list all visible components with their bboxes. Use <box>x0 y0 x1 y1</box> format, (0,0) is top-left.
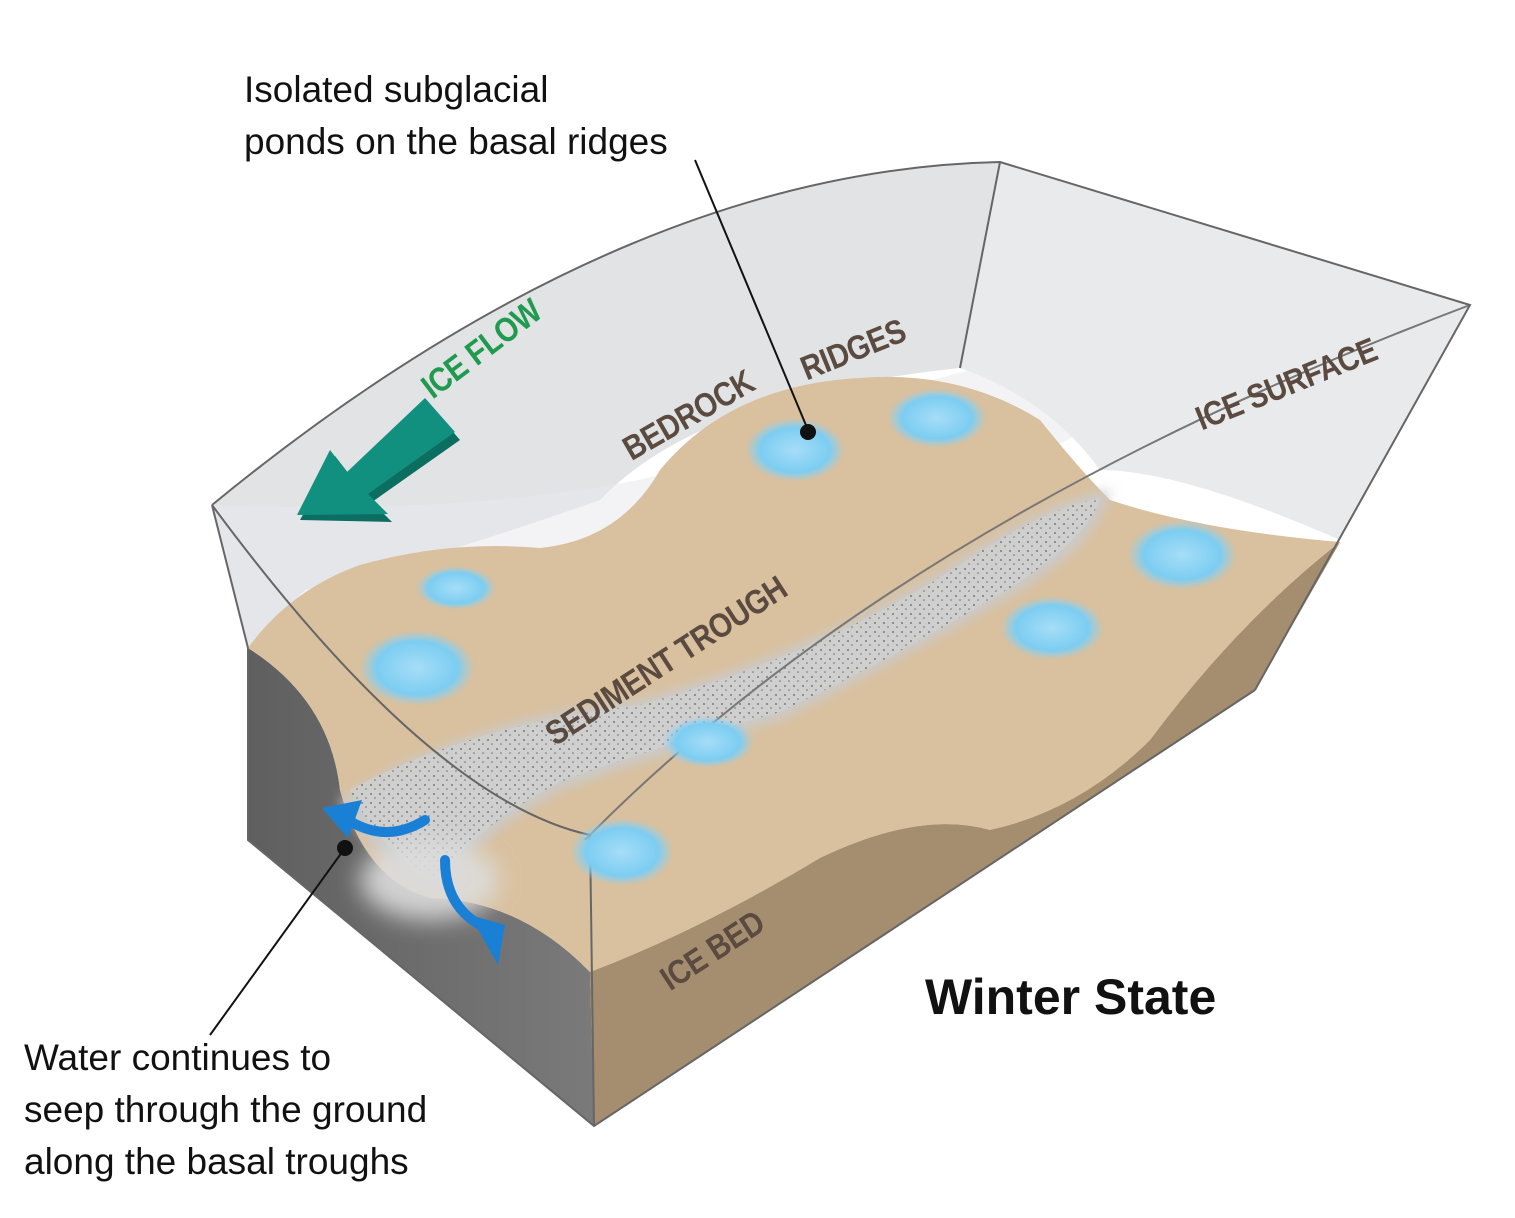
callout-ponds-line2: ponds on the basal ridges <box>244 121 668 162</box>
pond <box>416 566 496 610</box>
pond <box>359 630 475 706</box>
callout-seep: Water continues to seep through the grou… <box>24 1032 427 1188</box>
bedrock-front-side-lower <box>590 542 1340 1126</box>
callout-seep-line2: seep through the ground <box>24 1089 428 1130</box>
pond <box>1127 520 1237 590</box>
callout-leader-bottom <box>209 847 346 1036</box>
seep-zone <box>360 840 500 920</box>
callout-dot-bottom <box>337 840 353 856</box>
pond <box>662 716 754 768</box>
callout-ponds: Isolated subglacial ponds on the basal r… <box>244 64 668 168</box>
pond <box>570 818 674 886</box>
ice-flow-arrow <box>297 398 460 522</box>
seep-arrow-left <box>322 800 430 838</box>
bedrock-left-side <box>248 648 594 1126</box>
callout-leader-top <box>694 159 809 431</box>
pond <box>887 388 987 448</box>
sediment-trough-core <box>350 498 1100 880</box>
callout-seep-line1: Water continues to <box>24 1037 332 1078</box>
callout-seep-line3: along the basal troughs <box>24 1141 409 1182</box>
callout-dot-top <box>800 424 816 440</box>
pond <box>1000 596 1104 660</box>
callout-ponds-line1: Isolated subglacial <box>244 69 549 110</box>
ice-box-edges <box>211 160 1472 1128</box>
pond <box>745 418 845 482</box>
diagram-title: Winter State <box>925 969 1217 1025</box>
seep-arrow-right <box>440 855 505 965</box>
